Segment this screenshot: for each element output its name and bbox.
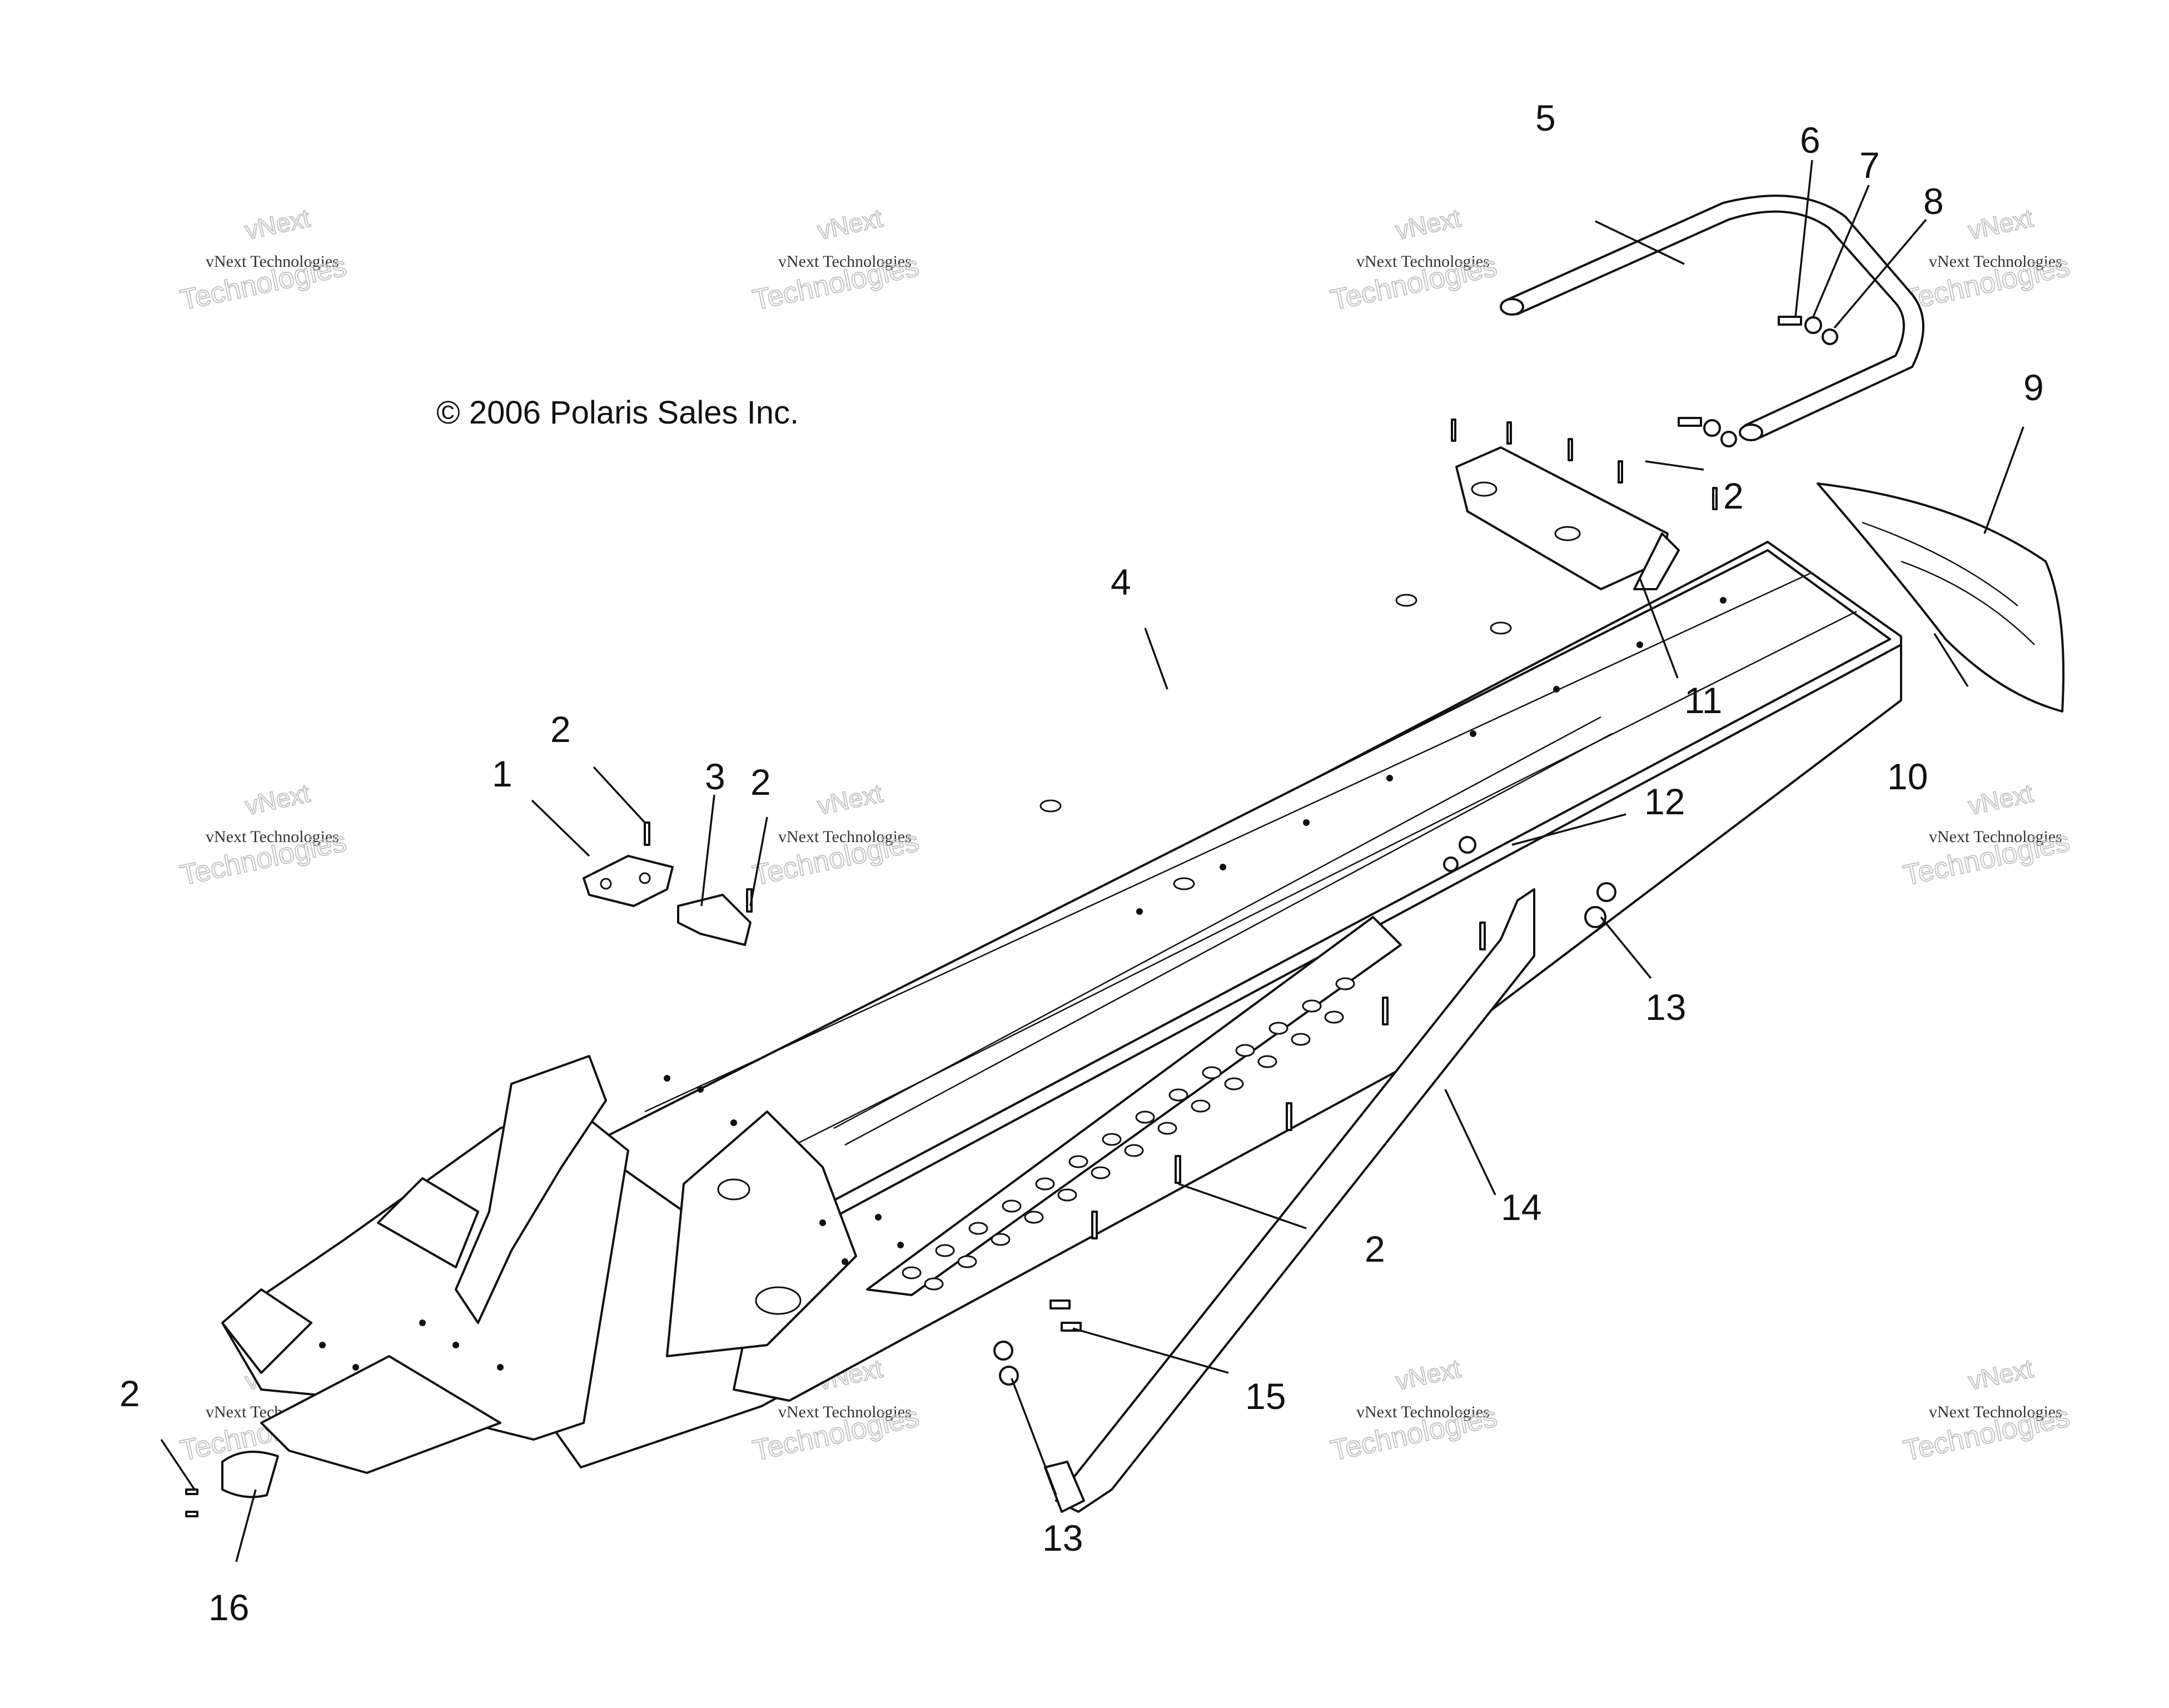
watermark-text: vNext: [242, 779, 312, 820]
watermark: vNext vNext Technologies Technologies: [1327, 203, 1500, 317]
bracket-3: [677, 894, 752, 946]
callout-number: 10: [1887, 756, 1928, 797]
front-bumper: [221, 1451, 279, 1498]
callout-number: 1: [492, 753, 513, 794]
callout-number: 2: [120, 1373, 140, 1414]
watermark-text: vNext Technologies: [1929, 252, 2062, 271]
callout-number: 2: [1723, 475, 1744, 516]
watermark-text: vNext: [1966, 1354, 2036, 1396]
watermark-text: vNext Technologies: [778, 1403, 912, 1421]
watermark-text: vNext: [1966, 203, 2036, 245]
callout-number: 3: [705, 756, 725, 797]
watermark-text: vNext Technologies: [778, 828, 912, 846]
callout-number: 2: [1365, 1228, 1385, 1269]
fasteners: [185, 419, 1718, 1517]
watermark: vNext vNext Technologies Technologies: [749, 203, 922, 317]
watermark-text: vNext: [242, 203, 312, 245]
frame-tunnel: [221, 541, 1902, 1474]
callouts: 1 2 2 3 4 5 6 7 8 9 10 11 2 12 13 14 2 1…: [120, 97, 2044, 1628]
watermark: vNext vNext Technologies Technologies: [749, 778, 922, 893]
watermark-text: vNext Technologies: [206, 828, 339, 846]
copyright-text: © 2006 Polaris Sales Inc.: [436, 395, 799, 431]
callout-number: 14: [1501, 1187, 1541, 1228]
watermark-text: vNext Technologies: [778, 252, 912, 271]
callout-number: 12: [1644, 781, 1685, 822]
fasteners-6-7-8: [1678, 316, 1838, 447]
snow-flap: [1817, 482, 2064, 713]
callout-number: 13: [1645, 987, 1686, 1028]
running-board-bar: [1044, 888, 1535, 1513]
callout-number: 5: [1535, 97, 1556, 138]
rear-bracket: [1455, 446, 1680, 590]
frame-holes: [319, 597, 1727, 1371]
watermark: vNext vNext Technologies Technologies: [177, 203, 350, 317]
callout-number: 11: [1684, 680, 1723, 721]
watermark-text: vNext Technologies: [1356, 1403, 1490, 1421]
callout-number: 15: [1245, 1376, 1286, 1417]
watermark: vNext vNext Technologies Technologies: [1900, 1353, 2073, 1468]
watermark-text: vNext: [1966, 779, 2036, 820]
callout-number: 8: [1923, 181, 1944, 222]
callout-number: 2: [550, 709, 571, 750]
callout-number: 6: [1800, 119, 1820, 161]
callout-number: 9: [2023, 367, 2044, 408]
rear-bumper: [1500, 195, 1924, 441]
watermark-text: vNext: [1393, 203, 1463, 245]
callout-number: 4: [1111, 561, 1131, 602]
leader-lines: [160, 160, 2024, 1562]
watermark-text: vNext: [1393, 1354, 1463, 1396]
watermark-text: vNext Technologies: [1356, 252, 1490, 271]
callout-number: 2: [750, 761, 771, 803]
watermark-text: vNext Technologies: [1929, 1403, 2062, 1421]
watermark-text: vNext Technologies: [206, 252, 339, 271]
bracket-1: [583, 855, 674, 907]
callout-number: 7: [1859, 145, 1880, 186]
running-board-holes: [902, 977, 1355, 1291]
callout-number: 13: [1042, 1517, 1083, 1558]
watermark-text: vNext: [815, 203, 885, 245]
callout-number: 16: [208, 1587, 249, 1628]
watermark: vNext vNext Technologies Technologies: [177, 778, 350, 893]
watermark-text: vNext: [815, 779, 885, 820]
watermark-text: vNext Technologies: [1929, 828, 2062, 846]
watermark: vNext vNext Technologies Technologies: [1327, 1353, 1500, 1468]
